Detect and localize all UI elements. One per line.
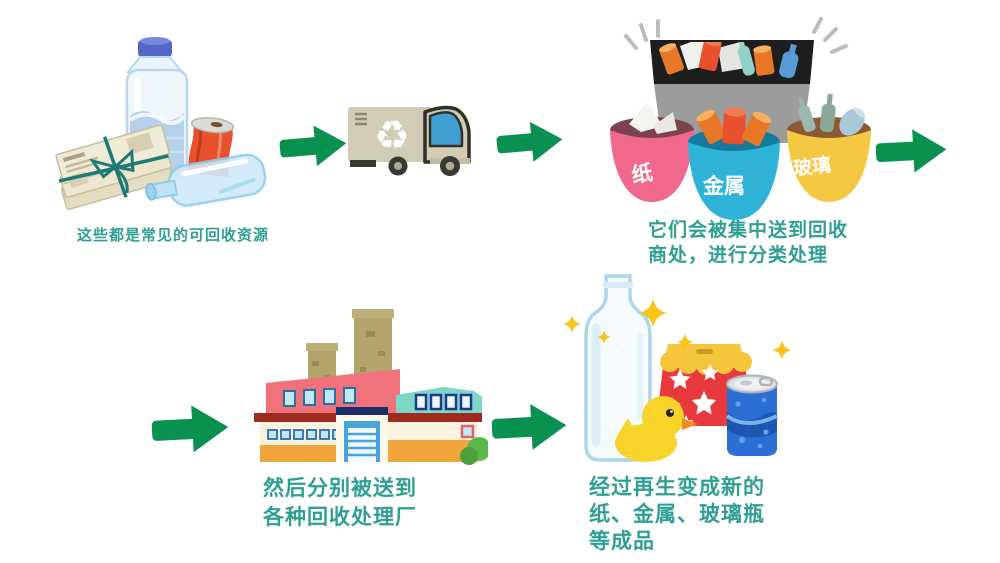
flow-arrow-2 (495, 116, 566, 172)
flow-arrow-5 (491, 400, 570, 458)
recyclables-illustration (50, 20, 280, 220)
metal-bin-label: 金属 (703, 174, 745, 198)
glass-bin-label: 玻璃 (792, 154, 833, 180)
truck-illustration: ♻ (346, 98, 481, 183)
glass-bottle-icon (145, 153, 267, 207)
caption-step4: 经过再生变成新的 纸、金属、玻璃瓶 等成品 (589, 474, 765, 555)
caption-line: 等成品 (589, 529, 655, 553)
caption-line: 这些都是常见的可回收资源 (77, 226, 270, 244)
newspaper-stack-icon (55, 124, 174, 211)
caption-step1: 这些都是常见的可回收资源 (77, 224, 269, 245)
metal-bin-icon (688, 107, 780, 220)
recycling-truck-icon (348, 105, 471, 176)
soda-can-icon (725, 374, 778, 456)
glass-bin-icon (787, 93, 871, 202)
caption-line: 纸、金属、玻璃瓶 (589, 502, 765, 526)
sorting-station-illustration: 纸 金属 玻璃 (598, 12, 876, 227)
caption-line: 商处，进行分类处理 (648, 244, 829, 266)
milk-bottle-icon (584, 274, 652, 462)
caption-line: 各种回收处理厂 (263, 505, 417, 529)
products-illustration (558, 266, 806, 471)
flow-arrow-1 (278, 120, 350, 176)
caption-step2: 它们会被集中送到回收 商处，进行分类处理 (648, 218, 848, 268)
motion-lines-icon (624, 17, 848, 54)
recycle-symbol-icon: ♻ (374, 113, 410, 159)
paper-bin-label: 纸 (629, 160, 655, 188)
caption-line: 它们会被集中送到回收 (648, 219, 849, 241)
caption-step3: 然后分别被送到 各种回收处理厂 (263, 474, 417, 532)
flow-arrow-4 (151, 402, 232, 460)
caption-line: 经过再生变成新的 (589, 475, 765, 499)
new-products-icon (563, 274, 792, 462)
recyclables-icon (55, 37, 267, 211)
caption-line: 然后分别被送到 (263, 476, 417, 500)
factory-icon (254, 309, 491, 465)
factory-illustration (248, 303, 491, 465)
rubber-duck-icon (615, 396, 698, 462)
sorting-station-icon (610, 17, 871, 220)
flow-arrow-3 (875, 125, 950, 181)
paper-bin-icon (610, 102, 694, 202)
